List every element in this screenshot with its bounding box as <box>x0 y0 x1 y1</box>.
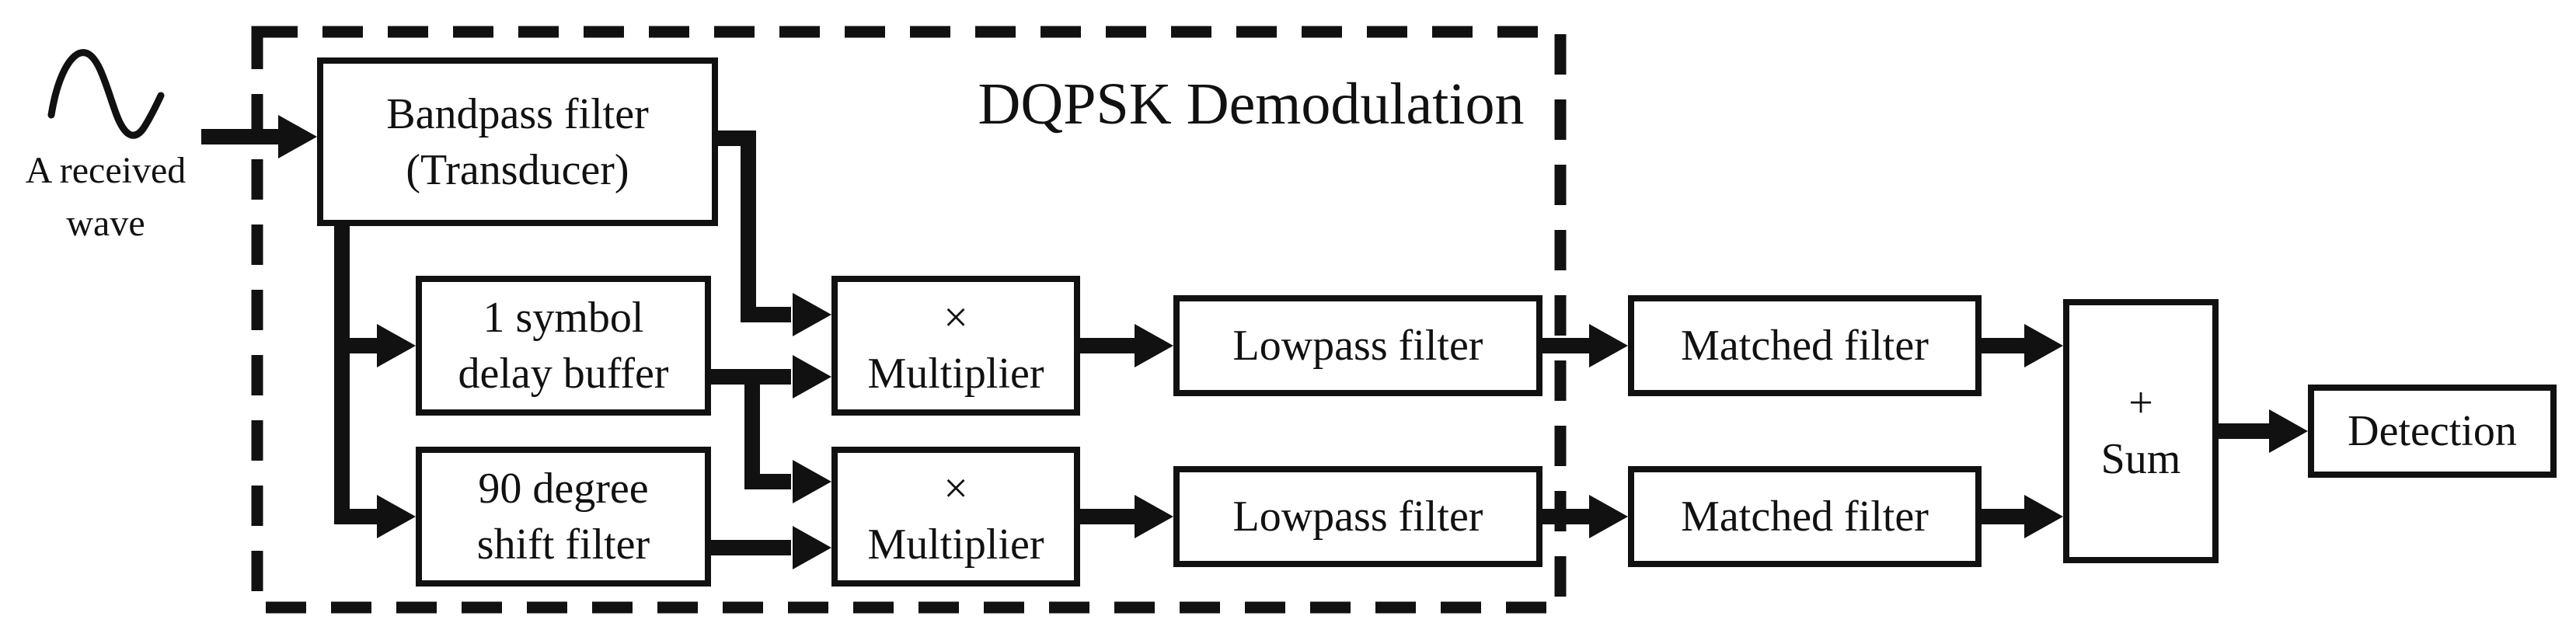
arrow-lowpass-q-to-matched-q <box>1542 495 1628 538</box>
block-sum: + Sum <box>2063 299 2219 563</box>
multiplier-q-symbol: × <box>943 465 968 513</box>
block-multiplier-i: × Multiplier <box>831 276 1080 416</box>
delay-buffer-label-line2: delay buffer <box>458 350 669 398</box>
arrow-lowpass-i-to-matched-i <box>1542 324 1628 367</box>
arrow-matched-q-to-sum <box>1982 495 2063 538</box>
arrow-multiplier-i-to-lowpass-i <box>1080 324 1173 367</box>
lowpass-filter-i-label: Lowpass filter <box>1232 322 1483 370</box>
matched-filter-q-label: Matched filter <box>1681 493 1929 541</box>
received-wave-label-line1: A received <box>25 150 186 191</box>
matched-filter-i-label: Matched filter <box>1681 322 1929 370</box>
connector-delay-buffer-to-multiplier-q <box>744 377 831 503</box>
arrow-trunk-to-delay-buffer <box>377 324 416 367</box>
dqpsk-boundary-dashed-box <box>251 26 1567 614</box>
shift-filter-label-line2: shift filter <box>476 520 650 569</box>
block-matched-filter-q: Matched filter <box>1628 466 1982 567</box>
connector-bandpass-split-trunk <box>334 223 416 538</box>
arrow-received-wave-input <box>201 115 317 158</box>
arrow-matched-i-to-sum <box>1982 324 2063 367</box>
connector-bandpass-to-multiplier-i <box>718 131 831 336</box>
block-matched-filter-i: Matched filter <box>1628 295 1982 396</box>
block-90-degree-shift-filter: 90 degree shift filter <box>416 447 711 587</box>
multiplier-i-label: Multiplier <box>867 350 1044 398</box>
block-detection: Detection <box>2308 385 2557 478</box>
connector-shift-filter-to-multiplier-q <box>711 526 831 569</box>
bandpass-filter-label-line1: Bandpass filter <box>386 89 649 138</box>
sine-wave-icon <box>47 49 165 139</box>
multiplier-q-label: Multiplier <box>867 520 1044 569</box>
diagram-title: DQPSK Demodulation <box>978 71 1525 137</box>
received-wave-label: A received wave <box>8 144 204 250</box>
block-lowpass-filter-i: Lowpass filter <box>1173 295 1542 396</box>
lowpass-filter-q-label: Lowpass filter <box>1232 493 1483 541</box>
block-lowpass-filter-q: Lowpass filter <box>1173 466 1542 567</box>
block-multiplier-q: × Multiplier <box>831 447 1080 587</box>
detection-label: Detection <box>2348 407 2517 455</box>
connector-delay-buffer-to-multiplier-i <box>711 355 831 399</box>
delay-buffer-label-line1: 1 symbol <box>483 294 644 342</box>
sum-symbol: + <box>2128 379 2153 427</box>
block-bandpass-filter: Bandpass filter (Transducer) <box>317 57 718 226</box>
arrow-multiplier-q-to-lowpass-q <box>1080 495 1173 538</box>
shift-filter-label-line1: 90 degree <box>478 465 649 513</box>
received-wave-label-line2: wave <box>66 203 145 244</box>
block-1-symbol-delay-buffer: 1 symbol delay buffer <box>416 276 711 416</box>
bandpass-filter-label-line2: (Transducer) <box>406 145 629 194</box>
arrow-trunk-to-shift-filter <box>377 495 416 538</box>
sum-label: Sum <box>2100 435 2181 483</box>
multiplier-i-symbol: × <box>943 294 968 342</box>
arrow-sum-to-detection <box>2219 409 2308 453</box>
